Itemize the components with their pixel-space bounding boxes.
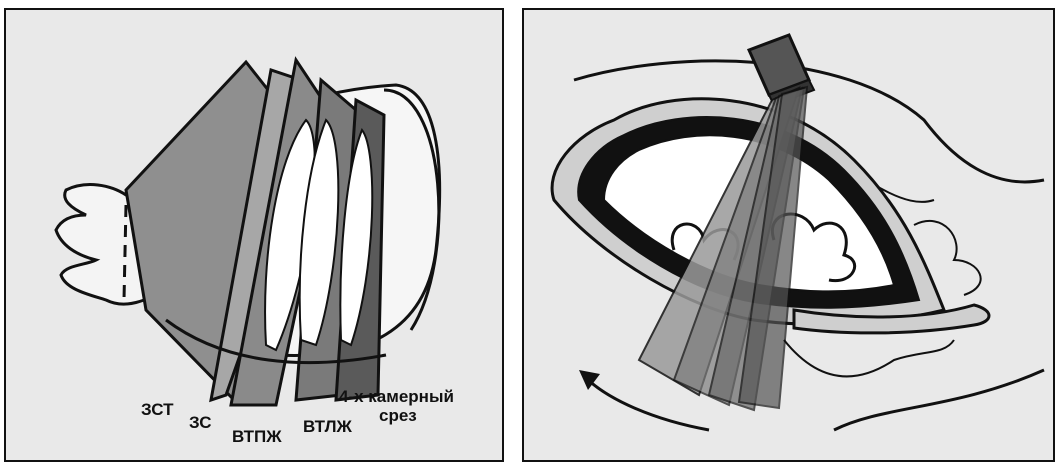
label-zst: ЗСТ: [141, 400, 174, 419]
bottom-curve: [834, 370, 1044, 430]
transducer-illustration: [524, 10, 1053, 460]
scan-planes-illustration: ЗСТ ЗС ВТПЖ ВТЛЖ 4-х камерный срез: [6, 10, 502, 460]
label-vtlzh: ВТЛЖ: [303, 417, 353, 436]
label-slice: срез: [379, 406, 417, 425]
label-vtpzh: ВТПЖ: [232, 427, 282, 446]
label-four-chamber: 4-х камерный: [339, 387, 454, 406]
lower-tissue: [784, 340, 954, 376]
left-panel-scan-planes: ЗСТ ЗС ВТПЖ ВТЛЖ 4-х камерный срез: [4, 8, 504, 462]
label-zs: ЗС: [189, 413, 212, 432]
right-panel-transducer-view: [522, 8, 1055, 462]
